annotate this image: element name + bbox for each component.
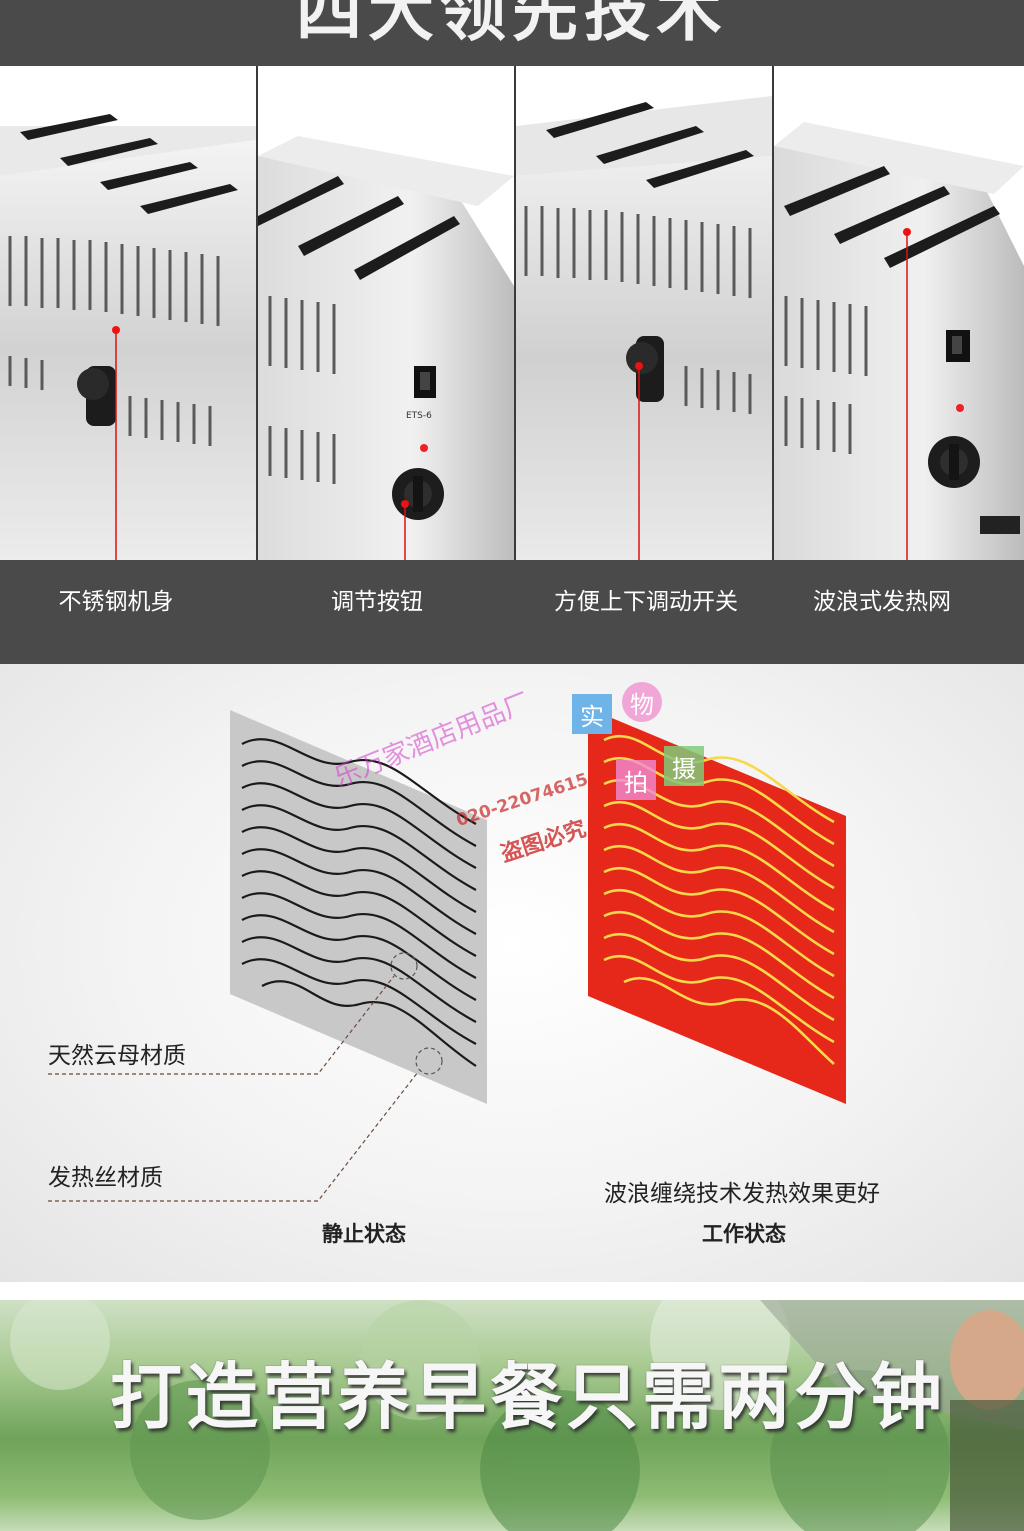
wave-technology-caption: 波浪缠绕技术发热效果更好 <box>604 1181 880 1207</box>
working-hot-panel <box>588 708 846 1104</box>
banner-slogan: 打造营养早餐只需两分钟 <box>110 1355 947 1439</box>
toaster-photo-row: ETS-6 <box>0 66 1024 560</box>
header-title: 四大领先技术 <box>296 0 728 50</box>
panel-divider <box>256 66 258 560</box>
wire-leader-line <box>48 1071 419 1202</box>
heating-diagram: 天然云母材质 发热丝材质 静止状态 波浪缠绕技术发热效果更好 工作状态 <box>0 664 1024 1282</box>
toaster-model-text: ETS-6 <box>406 411 432 421</box>
hot-wire-lines <box>603 734 835 1065</box>
toaster-photo-knob: ETS-6 <box>258 66 514 560</box>
feature-label-steel-body: 不锈钢机身 <box>58 589 174 615</box>
feature-label-adjust-knob: 调节按钮 <box>331 589 423 615</box>
feature-label-wave-heater: 波浪式发热网 <box>813 589 951 615</box>
feature-label-lever-switch: 方便上下调动开关 <box>554 589 738 615</box>
panel-divider <box>514 66 516 560</box>
header-band: 四大领先技术 <box>0 0 1024 66</box>
panel-divider <box>772 66 774 560</box>
static-mica-panel <box>230 710 487 1104</box>
wire-material-label: 发热丝材质 <box>48 1165 163 1191</box>
static-state-label: 静止状态 <box>322 1221 406 1246</box>
toaster-photo-lever <box>516 66 772 560</box>
feature-label-band: 不锈钢机身 调节按钮 方便上下调动开关 波浪式发热网 <box>0 560 1024 664</box>
static-wire-lines <box>241 738 477 1067</box>
mica-leader-line <box>48 975 395 1075</box>
mica-highlight-circle <box>390 952 418 980</box>
mica-material-label: 天然云母材质 <box>48 1043 186 1069</box>
wire-highlight-circle <box>415 1047 443 1075</box>
toaster-photo-body <box>0 66 256 560</box>
breakfast-banner: 打造营养早餐只需两分钟 <box>0 1300 1024 1531</box>
working-state-label: 工作状态 <box>702 1221 786 1246</box>
toaster-photo-heater <box>774 66 1024 560</box>
